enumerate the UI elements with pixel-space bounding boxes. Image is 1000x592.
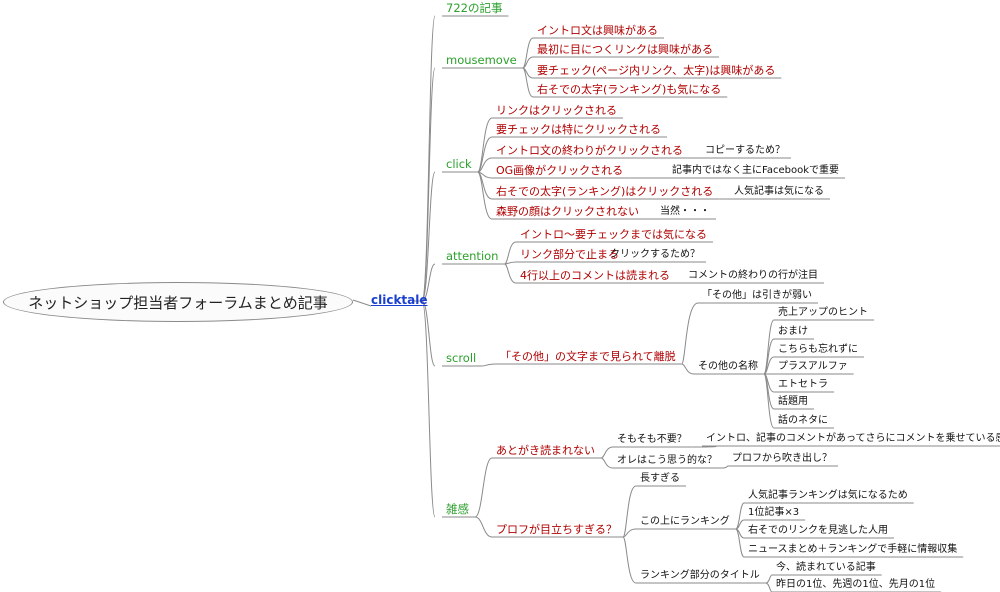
node-5-0-1-0[interactable]: プロフから吹き出し？ bbox=[732, 453, 832, 464]
node-5-0[interactable]: あとがき読まれない bbox=[496, 444, 595, 457]
node-5-0-0-0[interactable]: イントロ、記事のコメントがあってさらにコメントを乗せている感じ bbox=[706, 433, 1000, 444]
node-4-0[interactable]: 「その他」の文字まで見られて離脱 bbox=[500, 350, 676, 363]
root-node[interactable]: ネットショップ担当者フォーラムまとめ記事 bbox=[3, 282, 353, 322]
node-5-1-1-3[interactable]: ニュースまとめ＋ランキングで手軽に情報収集 bbox=[748, 544, 958, 555]
node-4-0-1-0[interactable]: 売上アップのヒント bbox=[778, 307, 868, 318]
node-0[interactable]: 722の記事 bbox=[446, 1, 503, 15]
connector-1-0 bbox=[522, 37, 534, 69]
connector-5-0 bbox=[474, 457, 493, 518]
hub-link-clicktale[interactable]: clicktale bbox=[371, 293, 428, 307]
node-2[interactable]: click bbox=[446, 157, 472, 171]
node-5-1-1-2[interactable]: 右そでのリンクを見逃した人用 bbox=[748, 525, 888, 536]
connector-1 bbox=[421, 67, 436, 302]
node-5-1-2[interactable]: ランキング部分のタイトル bbox=[640, 570, 760, 581]
node-3-1-0[interactable]: クリックするため？ bbox=[610, 249, 700, 260]
connector-5-1-1-3 bbox=[735, 528, 745, 558]
node-5-1-2-1[interactable]: 昨日の1位、先週の1位、先月の1位 bbox=[776, 579, 936, 590]
node-2-4-0[interactable]: 人気記事は気になる bbox=[734, 186, 824, 197]
connector-5-0-1-0 bbox=[722, 465, 729, 469]
node-3-2[interactable]: 4行以上のコメントは読まれる bbox=[520, 269, 670, 282]
node-1-2[interactable]: 要チェック(ページ内リンク、太字)は興味がある bbox=[537, 64, 776, 77]
connector-5 bbox=[421, 300, 436, 518]
connector-5-1 bbox=[474, 516, 493, 538]
node-5-1-2-0[interactable]: 今、読まれている記事 bbox=[776, 562, 876, 573]
node-2-3[interactable]: OG画像がクリックされる bbox=[496, 164, 624, 177]
node-5-1-1[interactable]: この上にランキング bbox=[640, 516, 730, 527]
node-3-2-0[interactable]: コメントの終わりの行が注目 bbox=[688, 270, 818, 281]
node-1[interactable]: mousemove bbox=[446, 53, 517, 67]
connector-5-0-1 bbox=[600, 457, 614, 469]
node-4-0-1-3[interactable]: プラスアルファ bbox=[778, 361, 848, 372]
node-3-0[interactable]: イントロ〜要チェックまでは気になる bbox=[520, 228, 707, 241]
connector-2-1 bbox=[477, 136, 493, 173]
node-5-1[interactable]: プロフが目立ちすぎる？ bbox=[496, 523, 617, 536]
node-4-0-1-6[interactable]: 話のネタに bbox=[778, 415, 828, 426]
node-4-0-1[interactable]: その他の名称 bbox=[698, 361, 758, 372]
node-5-0-1[interactable]: オレはこう思う的な？ bbox=[617, 455, 717, 466]
connector-4 bbox=[421, 300, 436, 367]
node-2-2[interactable]: イントロ文の終わりがクリックされる bbox=[496, 144, 683, 157]
node-1-1[interactable]: 最初に目につくリンクは興味がある bbox=[537, 43, 713, 56]
connector-1-1 bbox=[522, 56, 534, 69]
connector-4-0 bbox=[482, 363, 497, 367]
connector-5-1-2-0 bbox=[765, 574, 773, 584]
root-hub-connector bbox=[352, 299, 372, 307]
node-2-1[interactable]: 要チェックは特にクリックされる bbox=[496, 123, 661, 136]
connector-2-0 bbox=[477, 117, 493, 173]
node-4-0-1-4[interactable]: エトセトラ bbox=[778, 379, 828, 390]
connector-3-2 bbox=[504, 263, 517, 284]
node-1-3[interactable]: 右そでの太字(ランキング)も気になる bbox=[537, 83, 722, 96]
connector-0 bbox=[421, 15, 436, 302]
node-3[interactable]: attention bbox=[446, 249, 499, 263]
connector-4-0-1 bbox=[681, 363, 695, 375]
node-2-3-0[interactable]: 記事内ではなく主にFacebookで重要 bbox=[672, 165, 839, 176]
connector-3 bbox=[421, 263, 436, 302]
connector-4-0-1-0 bbox=[763, 319, 775, 375]
connector-3-0 bbox=[504, 241, 517, 265]
node-5-1-1-0[interactable]: 人気記事ランキングは気になるため bbox=[748, 490, 908, 501]
node-5-0-0[interactable]: そもそも不要？ bbox=[617, 434, 687, 445]
root-label: ネットショップ担当者フォーラムまとめ記事 bbox=[28, 293, 328, 312]
connector-5-0-0 bbox=[600, 446, 614, 459]
connector-lines bbox=[352, 15, 1000, 592]
node-4-0-0[interactable]: 「その他」は引きが弱い bbox=[702, 290, 812, 301]
node-5-1-0[interactable]: 長すぎる bbox=[640, 473, 680, 484]
connector-1-3 bbox=[522, 67, 534, 98]
node-2-5[interactable]: 森野の顔はクリックされない bbox=[496, 205, 639, 218]
node-5[interactable]: 雑感 bbox=[446, 502, 469, 516]
node-4-0-1-1[interactable]: おまけ bbox=[778, 326, 808, 337]
connector-5-1-2-1 bbox=[765, 582, 773, 592]
connector-4-0-1-6 bbox=[763, 373, 775, 429]
connector-5-1-1 bbox=[622, 528, 637, 538]
connector-2 bbox=[421, 171, 436, 302]
connector-2-5 bbox=[477, 171, 493, 220]
node-2-5-0[interactable]: 当然・・・ bbox=[660, 206, 710, 217]
connector-4-0-0 bbox=[681, 302, 699, 365]
node-3-1[interactable]: リンク部分で止まる bbox=[520, 248, 619, 261]
node-5-1-1-1[interactable]: 1位記事×3 bbox=[748, 507, 800, 518]
connector-5-1-0 bbox=[622, 485, 637, 538]
connector-2-2 bbox=[477, 157, 493, 173]
node-2-2-0[interactable]: コピーするため？ bbox=[705, 145, 785, 156]
node-4-0-1-2[interactable]: こちらも忘れずに bbox=[778, 344, 858, 355]
node-4[interactable]: scroll bbox=[446, 351, 477, 365]
node-2-4[interactable]: 右そでの太字(ランキング)はクリックされる bbox=[496, 185, 714, 198]
node-4-0-1-5[interactable]: 話題用 bbox=[778, 396, 808, 407]
node-1-0[interactable]: イントロ文は興味がある bbox=[537, 24, 658, 37]
connector-5-1-2 bbox=[622, 536, 637, 584]
node-2-0[interactable]: リンクはクリックされる bbox=[496, 104, 617, 117]
